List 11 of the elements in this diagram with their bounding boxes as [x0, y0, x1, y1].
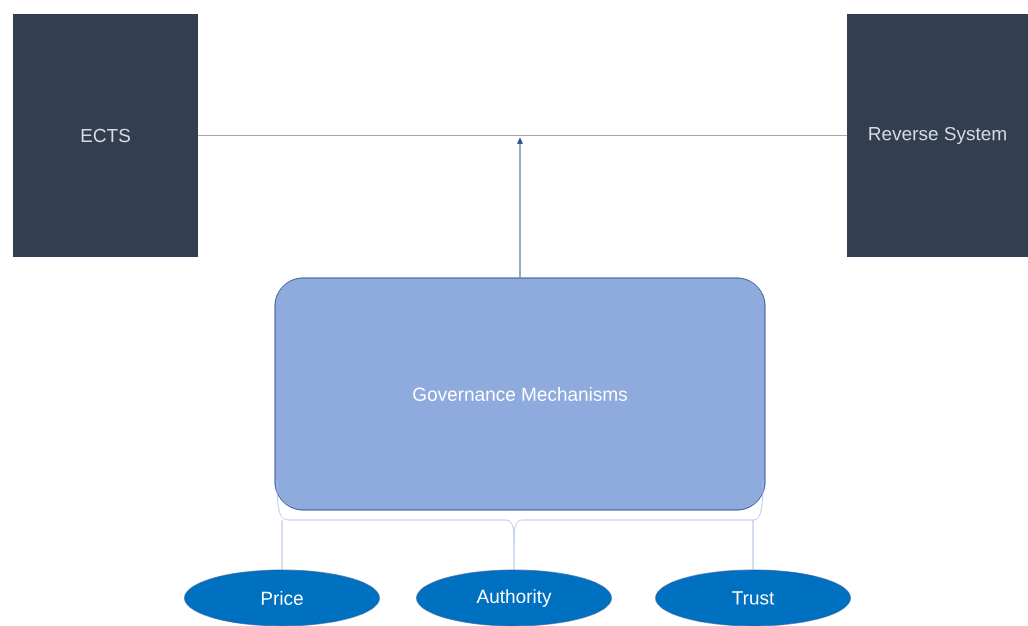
- connector-line: [513, 544, 515, 571]
- ellipse-node: Authority: [416, 569, 612, 626]
- connector-line: [752, 519, 754, 571]
- connector-line: [197, 135, 848, 136]
- rectangle-box: Reverse System: [847, 14, 1028, 257]
- ellipse-node: Trust: [655, 569, 851, 626]
- rounded-box: Governance Mechanisms: [274, 277, 766, 511]
- connector-line: [281, 519, 283, 571]
- arrow: [517, 137, 523, 278]
- rectangle-box: ECTS: [13, 14, 198, 257]
- ellipse-node: Price: [184, 569, 380, 626]
